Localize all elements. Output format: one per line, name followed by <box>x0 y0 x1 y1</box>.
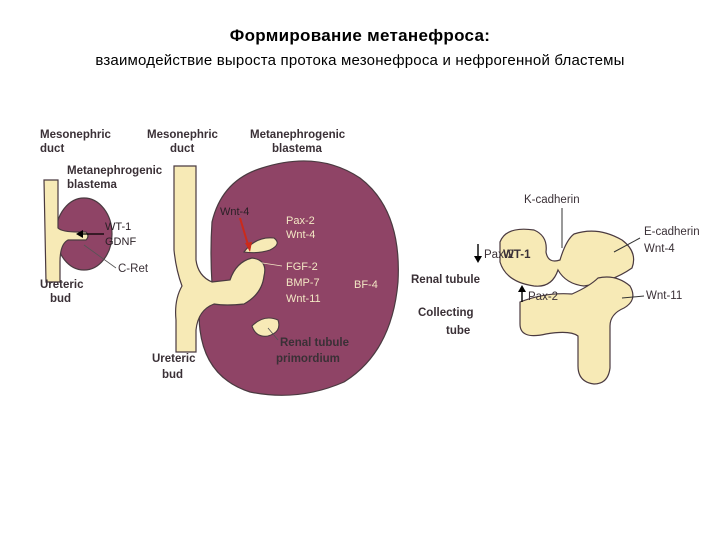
p1-blastema-label-2: blastema <box>67 179 117 191</box>
p2-blastema-label: Metanephrogenic <box>250 129 346 141</box>
p2-blastema-label-2: blastema <box>272 143 322 155</box>
p1-ureteric-bud-label: Ureteric <box>40 279 84 291</box>
p3-pax2-bottom-label: Pax-2 <box>528 291 558 303</box>
p2-pax2-label: Pax-2 <box>286 215 315 227</box>
p1-wt1-label: WT-1 <box>105 221 131 233</box>
p3-wt1-label: WT-1 <box>503 249 531 261</box>
p1-cret-label: C-Ret <box>118 263 149 275</box>
p2-mesonephric-duct-label: Mesonephric <box>147 129 219 141</box>
p2-bf4-label: BF-4 <box>354 279 378 291</box>
p3-k-cadherin-label: K-cadherin <box>524 194 580 206</box>
p3-e-cadherin-label: E-cadherin <box>644 226 700 238</box>
p1-mesonephric-duct-label-2: duct <box>40 143 64 155</box>
pax2-up-arrowhead <box>518 285 526 292</box>
p3-renal-tubule-label: Renal tubule <box>411 274 480 286</box>
p1-blastema-label: Metanephrogenic <box>67 165 163 177</box>
p3-collecting-tube-label: Collecting <box>418 307 474 319</box>
panel-early-induction: Mesonephric duct Metanephrogenic blastem… <box>40 129 163 305</box>
p2-tubule-primordium-label-2: primordium <box>276 353 340 365</box>
p2-tubule-primordium-label: Renal tubule <box>280 337 349 349</box>
panel-tubule-and-collecting-tube: K-cadherin E-cadherin Wnt-4 Pax-2 WT-1 R… <box>411 194 700 384</box>
p3-wnt11-label: Wnt-11 <box>646 290 682 302</box>
p2-mesonephric-duct-label-2: duct <box>170 143 194 155</box>
p1-ureteric-bud-label-2: bud <box>50 293 71 305</box>
panel-metanephros: Mesonephric duct Metanephrogenic blastem… <box>147 129 398 395</box>
p3-collecting-tube-label-2: tube <box>446 325 470 337</box>
p2-bmp7-label: BMP-7 <box>286 277 320 289</box>
p2-ureteric-bud-label: Ureteric <box>152 353 196 365</box>
p3-wnt4-label: Wnt-4 <box>644 243 675 255</box>
p1-mesonephric-duct-label: Mesonephric <box>40 129 112 141</box>
p2-ureteric-bud-label-2: bud <box>162 369 183 381</box>
pax2-down-arrowhead <box>474 256 482 263</box>
p2-wnt4-b-label: Wnt-4 <box>286 229 315 241</box>
p1-gdnf-label: GDNF <box>105 236 136 248</box>
p2-wnt4-top-label: Wnt-4 <box>220 206 249 218</box>
p2-fgf2-label: FGF-2 <box>286 261 318 273</box>
p2-wnt11-label: Wnt-11 <box>286 293 321 305</box>
